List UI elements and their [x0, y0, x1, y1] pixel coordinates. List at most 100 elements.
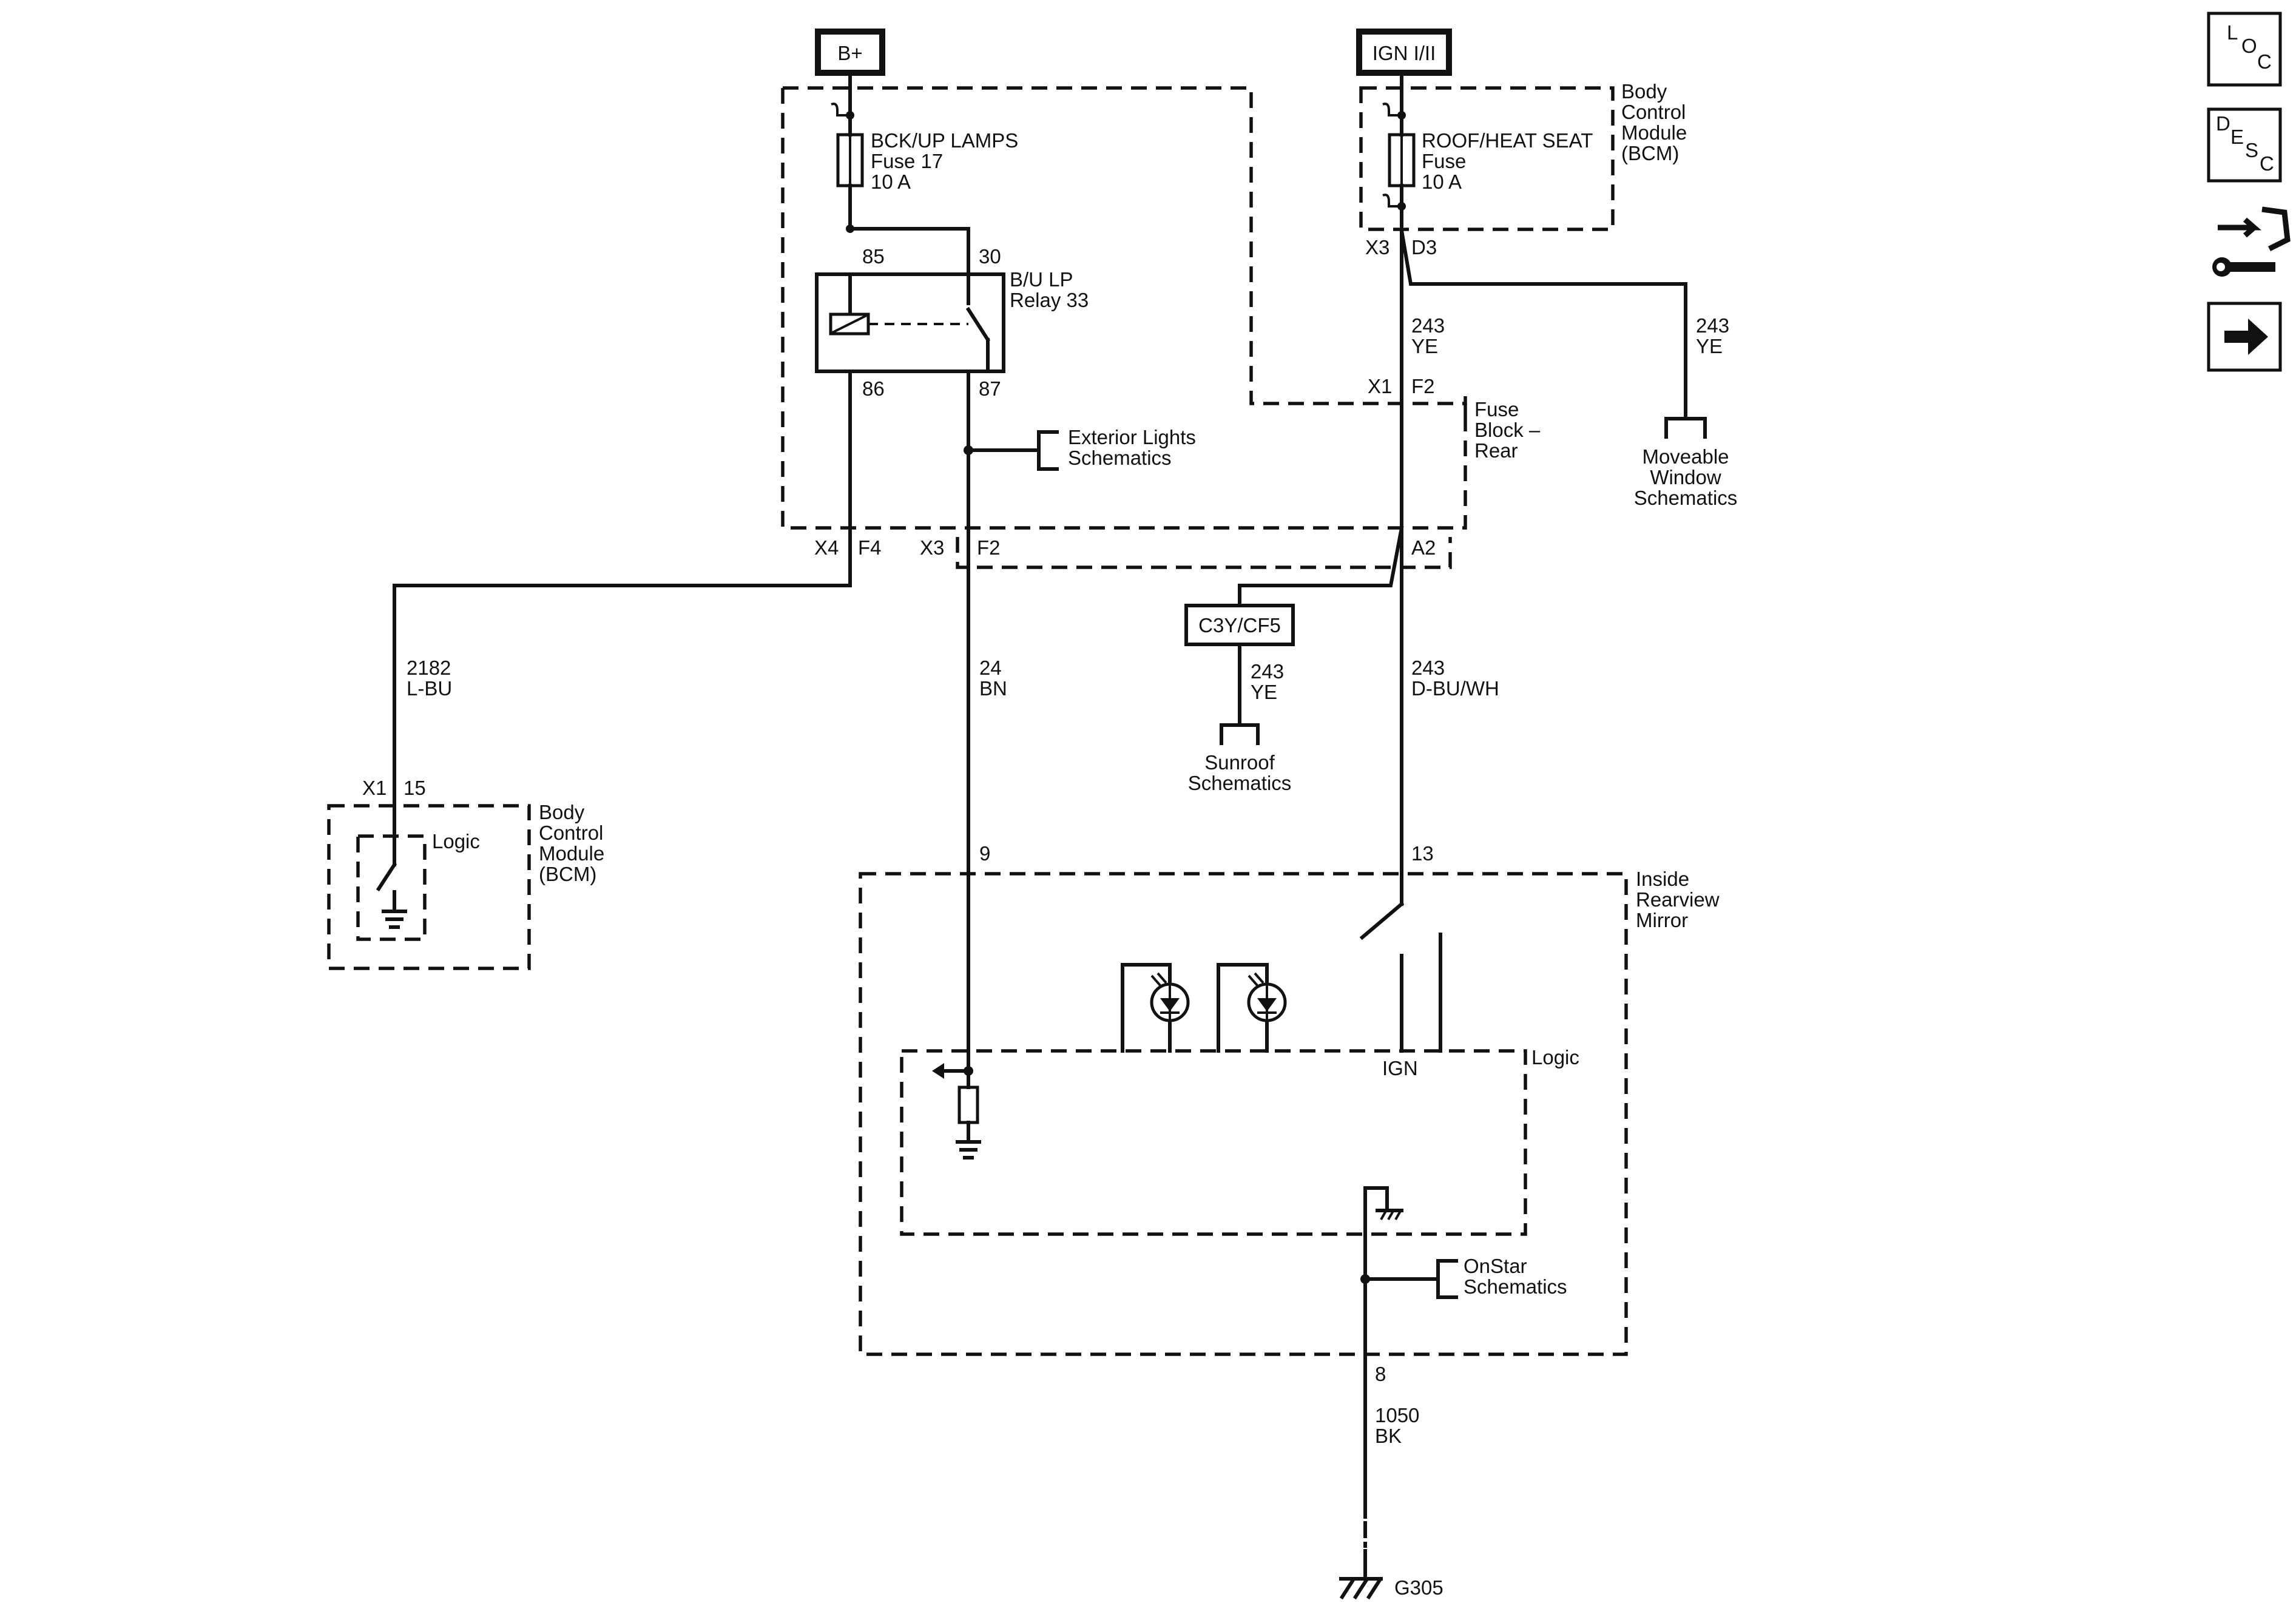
- fuse-block-label-2: Block –: [1474, 419, 1541, 441]
- ignition-label: IGN I/II: [1373, 42, 1436, 64]
- onstar-ref-line1: OnStar: [1464, 1255, 1527, 1277]
- wire-243-dbu-circuit: 243: [1411, 657, 1445, 679]
- ignition-source: IGN I/II: [1356, 29, 1452, 76]
- battery-label: B+: [837, 42, 862, 64]
- wire-1050-color: BK: [1375, 1425, 1402, 1447]
- exterior-lights-ref: Exterior Lights Schematics: [1037, 426, 1196, 471]
- fuse17-rating: 10 A: [871, 170, 911, 193]
- connector-f2: F2: [977, 536, 1001, 559]
- fuse-17: BCK/UP LAMPS Fuse 17 10 A: [831, 71, 1018, 229]
- sunroof-ref-line2: Schematics: [1188, 772, 1292, 794]
- bcm-left-logic: Logic: [432, 830, 480, 852]
- connector-f2-top: F2: [1411, 375, 1435, 397]
- mirror-label-2: Rearview: [1636, 888, 1720, 911]
- wire-243-branches: 243 YE 243 YE 243 D-BU/WH: [1238, 204, 1729, 906]
- fuse-block-label-1: Fuse: [1474, 398, 1519, 420]
- arrow-right-icon: [2224, 319, 2268, 355]
- ground-g305: G305: [1339, 1549, 1443, 1600]
- wire-2182: 2182 L-BU: [393, 370, 852, 809]
- bcm-top-label-2: Control: [1621, 101, 1686, 123]
- fuse17-number: Fuse 17: [871, 150, 943, 172]
- relay-pin-30: 30: [979, 245, 1001, 268]
- wire-243c-circuit: 243: [1251, 660, 1284, 683]
- wire-243a-color: YE: [1411, 335, 1438, 357]
- sunroof-ref-line1: Sunroof: [1204, 751, 1275, 774]
- photo-sensor-1: [1121, 963, 1190, 1053]
- bcm-connector-d3: D3: [1411, 236, 1437, 258]
- connector-x1-top: X1: [1368, 375, 1392, 397]
- battery-source: B+: [815, 29, 885, 76]
- inside-rearview-mirror: 9 13 Inside Rearview Mirror Logic IGN: [859, 842, 1720, 1391]
- roof-fuse-type: Fuse: [1422, 150, 1466, 172]
- moveable-window-ref: Moveable Window Schematics: [1634, 417, 1738, 509]
- wire-1050-circuit: 1050: [1375, 1404, 1419, 1426]
- connector-a2: A2: [1411, 536, 1436, 559]
- roof-fuse-name: ROOF/HEAT SEAT: [1422, 129, 1593, 152]
- wire-243b-color: YE: [1696, 335, 1723, 357]
- bcm-left-pin-15: 15: [403, 777, 426, 799]
- mirror-pin-13: 13: [1411, 842, 1434, 865]
- onstar-ref-line2: Schematics: [1464, 1275, 1567, 1298]
- relay-name: B/U LP: [1010, 268, 1073, 291]
- bcm-top-labels: Body Control Module (BCM) X3 D3: [1365, 80, 1687, 258]
- pin9-input-circuit: [932, 1063, 981, 1160]
- mirror-pin-9: 9: [979, 842, 990, 865]
- onstar-ref: OnStar Schematics: [1436, 1255, 1567, 1299]
- bcm-left-label-4: (BCM): [539, 863, 596, 885]
- mirror-pin-8: 8: [1375, 1363, 1386, 1385]
- bcm-connector-x3: X3: [1365, 236, 1389, 258]
- fuse-block-rear-outline: [781, 86, 1467, 569]
- loc-letter-o: O: [2241, 35, 2257, 57]
- wire-24-color: BN: [979, 677, 1007, 700]
- wire-2182-color: L-BU: [407, 677, 452, 700]
- bcm-top-label-4: (BCM): [1621, 142, 1679, 164]
- moveable-ref-line3: Schematics: [1634, 487, 1738, 509]
- mirror-logic-label: Logic: [1531, 1046, 1579, 1068]
- mirror-label-1: Inside: [1636, 868, 1689, 890]
- loc-letter-l: L: [2227, 21, 2238, 44]
- fuse-block-label-3: Rear: [1474, 439, 1518, 462]
- wire-1050: 1050 BK: [1363, 1388, 1419, 1548]
- next-page-button[interactable]: [2207, 302, 2282, 372]
- wire-24: 24 BN: [964, 370, 1041, 1073]
- bcm-left-label-3: Module: [539, 842, 604, 865]
- exterior-ref-line2: Schematics: [1068, 447, 1172, 469]
- relay-pin-85: 85: [862, 245, 885, 268]
- wire-24-circuit: 24: [979, 657, 1002, 679]
- desc-letter-e: E: [2230, 126, 2244, 148]
- exterior-ref-line1: Exterior Lights: [1068, 426, 1196, 448]
- desc-letter-c: C: [2260, 152, 2274, 175]
- inline-connector-label: C3Y/CF5: [1198, 614, 1281, 636]
- bcm-top-label-3: Module: [1621, 121, 1687, 144]
- mirror-ign-label: IGN: [1382, 1057, 1418, 1079]
- inline-connector: C3Y/CF5 243 YE: [1184, 604, 1295, 727]
- roof-heat-seat-fuse: ROOF/HEAT SEAT Fuse 10 A: [1382, 71, 1593, 211]
- connector-tool-icon[interactable]: [2212, 206, 2291, 277]
- loc-button[interactable]: L O C: [2207, 12, 2282, 87]
- desc-button[interactable]: D E S C: [2207, 107, 2282, 183]
- fuse17-name: BCK/UP LAMPS: [871, 129, 1018, 152]
- sunroof-ref: Sunroof Schematics: [1188, 723, 1292, 794]
- moveable-ref-line2: Window: [1650, 466, 1721, 488]
- wire-243c-color: YE: [1251, 681, 1277, 703]
- wire-243-dbu-color: D-BU/WH: [1411, 677, 1499, 700]
- ground-label: G305: [1394, 1576, 1443, 1599]
- mirror-label-3: Mirror: [1636, 909, 1688, 931]
- relay-number: Relay 33: [1010, 289, 1089, 311]
- bcm-left-label-1: Body: [539, 801, 585, 823]
- moveable-ref-line1: Moveable: [1642, 445, 1729, 468]
- photo-sensor-2: [1217, 963, 1287, 1053]
- connector-x4: X4: [814, 536, 839, 559]
- loc-letter-c: C: [2257, 50, 2272, 73]
- wire-2182-circuit: 2182: [407, 657, 451, 679]
- connector-x3: X3: [920, 536, 944, 559]
- bcm-left: Logic X1 15 Body Control Module (BCM): [327, 777, 604, 970]
- relay-pin-86: 86: [862, 377, 885, 400]
- relay-33: 85 30 86 87 B/U LP Relay 33: [815, 224, 1089, 400]
- desc-letter-d: D: [2216, 112, 2230, 135]
- roof-fuse-rating: 10 A: [1422, 170, 1462, 193]
- wire-243a-circuit: 243: [1411, 314, 1445, 337]
- mirror-internal-ground: [1360, 1186, 1440, 1391]
- bcm-left-connector-x1: X1: [362, 777, 387, 799]
